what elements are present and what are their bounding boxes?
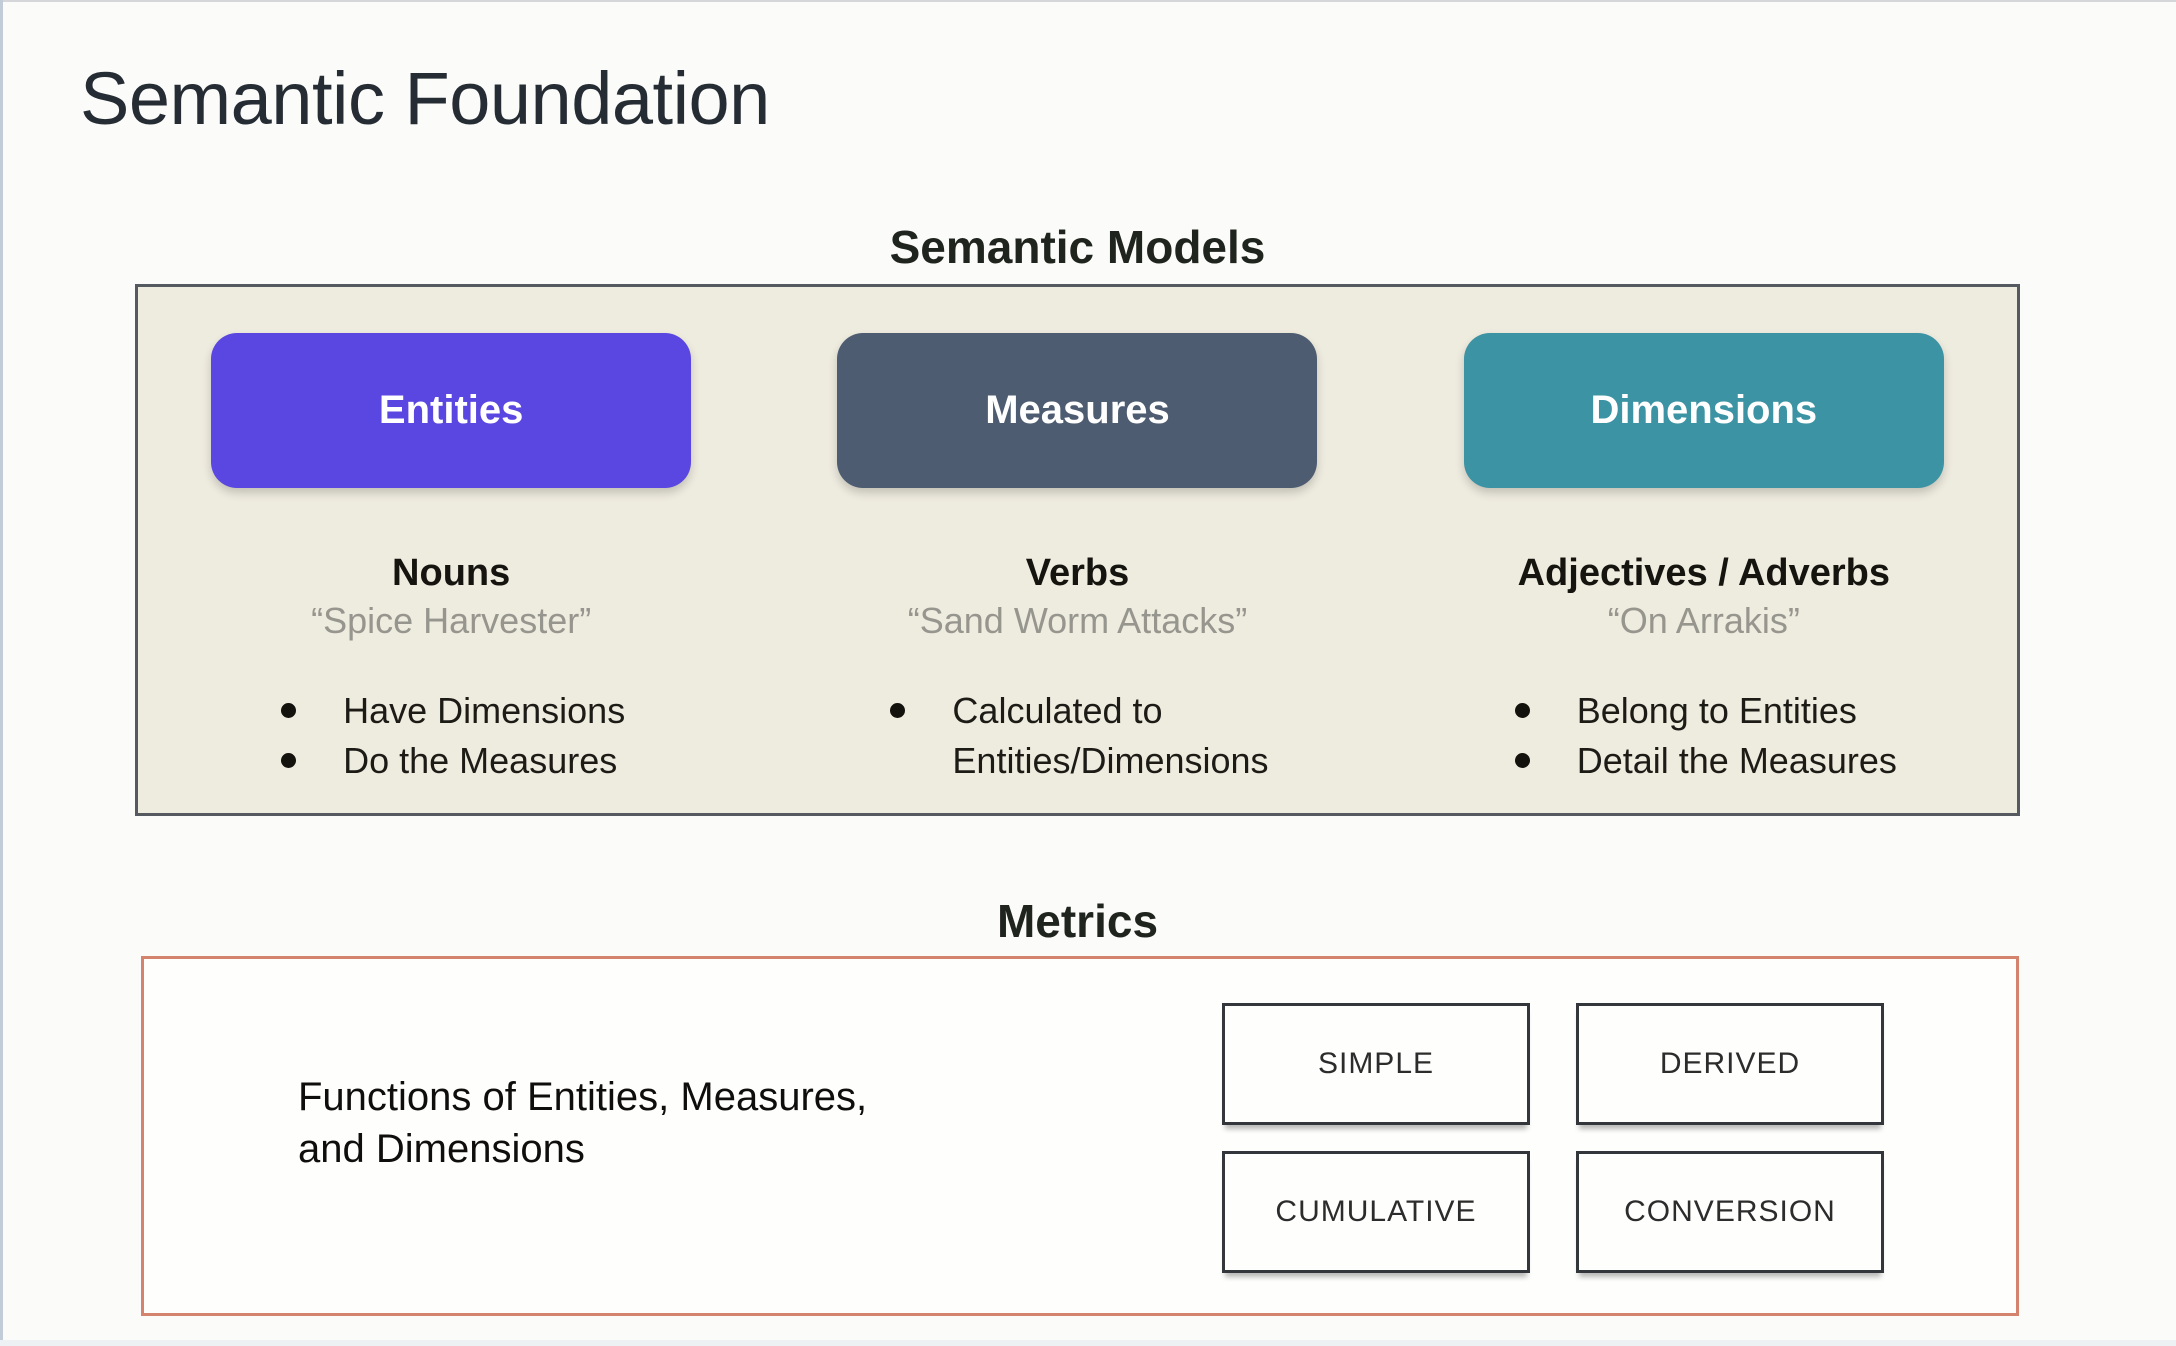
measures-example-quote: “Sand Worm Attacks” xyxy=(907,599,1248,641)
entities-column: Entities Nouns “Spice Harvester” Have Di… xyxy=(138,287,764,813)
bullet-item: Detail the Measures xyxy=(1511,736,1897,786)
entities-example-quote: “Spice Harvester” xyxy=(311,599,592,641)
metric-type-cumulative: CUMULATIVE xyxy=(1222,1151,1530,1273)
bullet-item: Do the Measures xyxy=(277,736,625,786)
measures-bullet-list: Calculated to Entities/Dimensions xyxy=(886,686,1269,786)
metric-type-simple: SIMPLE xyxy=(1222,1003,1530,1125)
frame-top-edge xyxy=(0,0,2176,2)
frame-left-edge xyxy=(0,0,3,1346)
entities-pill: Entities xyxy=(211,333,692,488)
measures-word-class: Verbs xyxy=(1025,552,1130,594)
bullet-item: Belong to Entities xyxy=(1511,686,1897,736)
metrics-heading: Metrics xyxy=(996,895,1159,947)
metric-type-derived: DERIVED xyxy=(1576,1003,1884,1125)
entities-bullet-list: Have Dimensions Do the Measures xyxy=(277,686,625,786)
metric-types-grid: SIMPLE DERIVED CUMULATIVE CONVERSION xyxy=(1222,1003,1884,1273)
dimensions-word-class: Adjectives / Adverbs xyxy=(1517,552,1891,594)
measures-column: Measures Verbs “Sand Worm Attacks” Calcu… xyxy=(764,287,1390,813)
dimensions-example-quote: “On Arrakis” xyxy=(1607,599,1800,641)
dimensions-column: Dimensions Adjectives / Adverbs “On Arra… xyxy=(1391,287,2017,813)
bullet-item: Have Dimensions xyxy=(277,686,625,736)
frame-bottom-edge xyxy=(0,1340,2176,1346)
entities-word-class: Nouns xyxy=(392,552,511,594)
metrics-description: Functions of Entities, Measures, and Dim… xyxy=(298,1075,868,1171)
semantic-models-panel: Entities Nouns “Spice Harvester” Have Di… xyxy=(135,284,2020,816)
dimensions-pill: Dimensions xyxy=(1463,333,1944,488)
bullet-item: Calculated to Entities/Dimensions xyxy=(886,686,1269,786)
slide-title: Semantic Foundation xyxy=(80,57,770,140)
semantic-models-heading: Semantic Models xyxy=(889,221,1266,273)
dimensions-bullet-list: Belong to Entities Detail the Measures xyxy=(1511,686,1897,786)
metrics-panel: Functions of Entities, Measures, and Dim… xyxy=(141,956,2019,1316)
measures-pill: Measures xyxy=(837,333,1318,488)
metric-type-conversion: CONVERSION xyxy=(1576,1151,1884,1273)
